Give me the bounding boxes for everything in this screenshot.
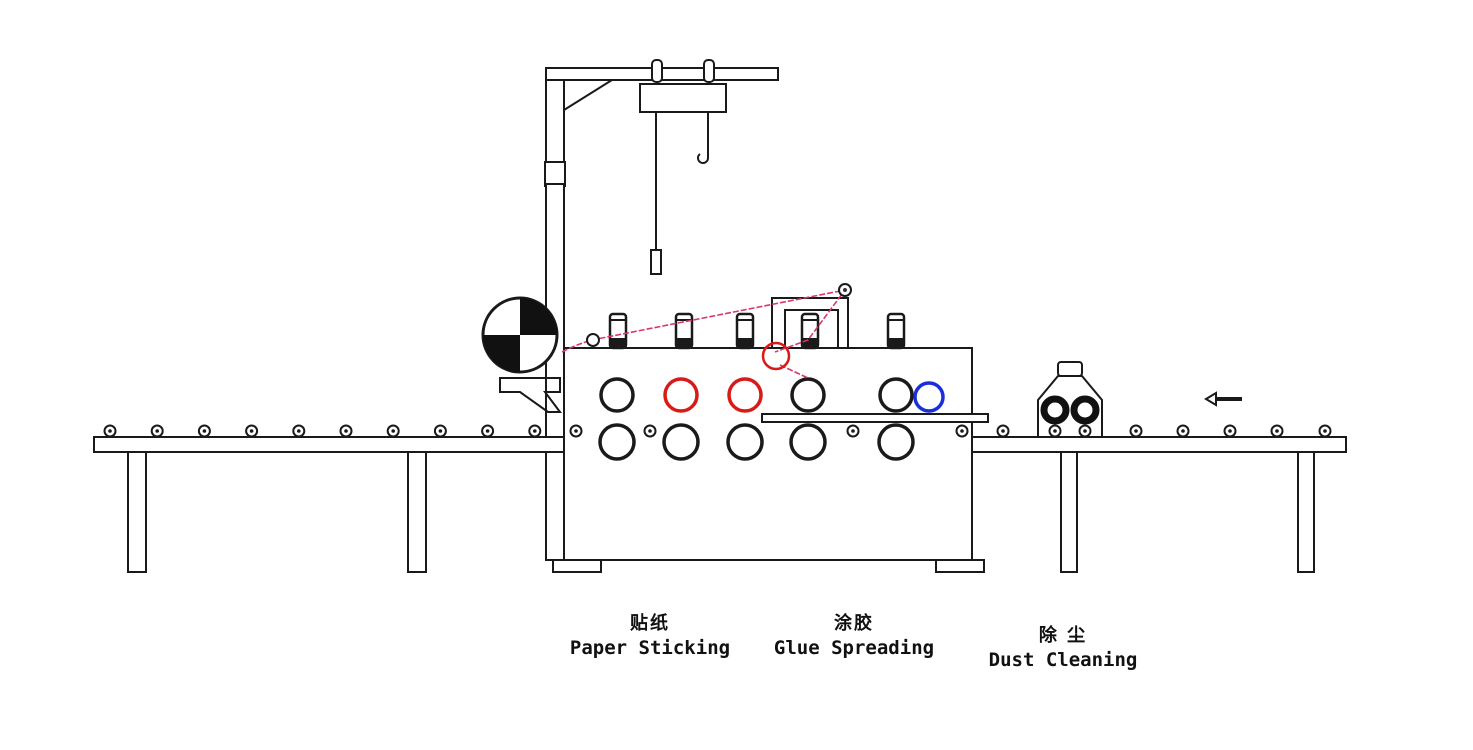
- lower-roller: [726, 423, 764, 461]
- conveyor-roller-axle: [1083, 429, 1087, 433]
- upper-roller: [878, 377, 914, 413]
- station-label-paper-sticking: 贴纸 Paper Sticking: [560, 612, 740, 660]
- right-conveyor-leg: [1297, 451, 1315, 573]
- right-conveyor-leg: [1060, 451, 1078, 573]
- dust-brush-roller: [1040, 395, 1070, 425]
- conveyor-roller-axle: [202, 429, 207, 433]
- glue-frame-inner: [784, 309, 839, 348]
- trolley-wheel-right: [703, 59, 715, 83]
- paper-idler-roller: [586, 333, 600, 347]
- station-label-zh: 贴纸: [630, 613, 670, 634]
- hoist-pendant: [650, 249, 662, 275]
- station-label-en: Paper Sticking: [569, 637, 731, 659]
- adjuster-base: [888, 338, 904, 348]
- conveyor-roller-axle: [1181, 429, 1185, 433]
- adjuster-base: [802, 338, 818, 348]
- upper-roller: [790, 377, 826, 413]
- lower-roller: [877, 423, 915, 461]
- dust-cleaning-unit: [1037, 361, 1103, 436]
- blue-roller: [913, 381, 945, 413]
- crane-mast-lower: [545, 183, 565, 561]
- paper-roll-bracket: [499, 377, 562, 413]
- conveyor-roller-axle: [1001, 429, 1005, 433]
- flow-direction-arrow: [1204, 391, 1242, 407]
- machine-rollers: [598, 377, 945, 461]
- left-conveyor-bed: [93, 436, 565, 453]
- station-label-en: Glue Spreading: [773, 637, 935, 659]
- crane: [544, 59, 779, 561]
- station-label-zh: 涂胶: [834, 613, 874, 634]
- paper-roll: [481, 296, 562, 413]
- left-conveyor-leg: [127, 451, 147, 573]
- top-adjusters: [608, 312, 906, 350]
- machine-foot-left: [552, 559, 602, 573]
- station-label-zh: 除 尘: [1038, 625, 1088, 646]
- glue-conveyor-plate: [761, 413, 989, 423]
- station-label-en: Dust Cleaning: [988, 649, 1138, 671]
- crane-mast-joint: [544, 161, 566, 187]
- adjuster-base: [676, 338, 692, 348]
- station-label-glue-spreading: 涂胶 Glue Spreading: [764, 612, 944, 660]
- lower-roller: [598, 423, 636, 461]
- pulley-axle: [843, 288, 847, 292]
- conveyor-roller-axle: [297, 429, 301, 433]
- lower-roller: [662, 423, 700, 461]
- right-conveyor: [971, 424, 1347, 573]
- hoist-hook: [697, 112, 709, 164]
- conveyor-roller-axle: [960, 429, 964, 433]
- conveyor-roller-axle: [438, 429, 443, 433]
- paper-roll-quadrant: [520, 298, 557, 335]
- left-conveyor-leg: [407, 451, 427, 573]
- adjuster-base: [737, 338, 753, 348]
- conveyor-roller-axle: [1323, 429, 1327, 433]
- conveyor-roller-axle: [1053, 429, 1057, 433]
- right-conveyor-bed: [971, 436, 1347, 453]
- crane-mast-upper: [545, 67, 565, 171]
- conveyor-roller-axle: [574, 429, 578, 433]
- conveyor-roller-axle: [155, 429, 159, 433]
- dust-unit-housing: [1037, 375, 1103, 436]
- arrow-head-icon: [1204, 391, 1217, 407]
- station-label-dust-cleaning: 除 尘 Dust Cleaning: [978, 624, 1148, 672]
- main-machine: [552, 297, 989, 573]
- paper-press-roller: [761, 341, 791, 371]
- left-conveyor: [93, 424, 969, 573]
- glue-roller: [727, 377, 763, 413]
- glue-frame-outer: [771, 297, 849, 348]
- dust-brush-roller: [1070, 395, 1100, 425]
- lower-roller: [789, 423, 827, 461]
- upper-roller: [599, 377, 635, 413]
- machine-foot-right: [935, 559, 985, 573]
- conveyor-roller-axle: [648, 429, 652, 433]
- dust-unit-cap: [1057, 361, 1083, 377]
- conveyor-roller-axle: [391, 429, 396, 433]
- crane-brace: [563, 79, 616, 111]
- conveyor-roller-axle: [851, 429, 855, 433]
- conveyor-roller-axle: [1228, 429, 1232, 433]
- conveyor-roller-axle: [249, 429, 254, 433]
- trolley-wheel-left: [651, 59, 663, 83]
- conveyor-roller-axle: [1275, 429, 1279, 433]
- adjuster-base: [610, 338, 626, 348]
- conveyor-roller-axle: [1134, 429, 1138, 433]
- glue-roller: [663, 377, 699, 413]
- conveyor-roller-axle: [108, 429, 112, 433]
- machine-body: [563, 347, 973, 561]
- hoist-box: [639, 83, 727, 113]
- conveyor-roller-axle: [533, 429, 537, 433]
- paper-roll-quadrant: [483, 335, 520, 372]
- conveyor-roller-axle: [344, 429, 348, 433]
- conveyor-roller-axle: [485, 429, 490, 433]
